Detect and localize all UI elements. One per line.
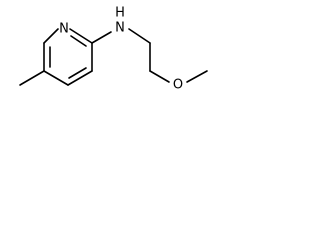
amine-nitrogen-label: N [115, 21, 125, 36]
bond-c6-n1 [43, 28, 59, 44]
bond-c4-c5 [43, 70, 69, 86]
bond-n1-c2 [69, 28, 93, 44]
structure-diagram: N H N O [19, 6, 208, 93]
ether-oxygen-label: O [173, 78, 183, 93]
bond-n1-c2-double [70, 35, 87, 47]
bond-c2-nh [91, 31, 112, 44]
methoxyethyl-amine-chain [91, 28, 208, 83]
ring-nitrogen-label: N [59, 22, 69, 37]
amine-hydrogen-label: H [115, 6, 125, 21]
bond-o-ch3 [186, 70, 208, 83]
bond-c3-c4-double [68, 67, 87, 79]
bond-ch2-o [149, 70, 170, 83]
bond-c3-c4 [67, 70, 93, 86]
pyridine-ring [43, 28, 93, 86]
bond-nh-ch2 [128, 28, 151, 44]
bond-methyl [19, 70, 45, 86]
